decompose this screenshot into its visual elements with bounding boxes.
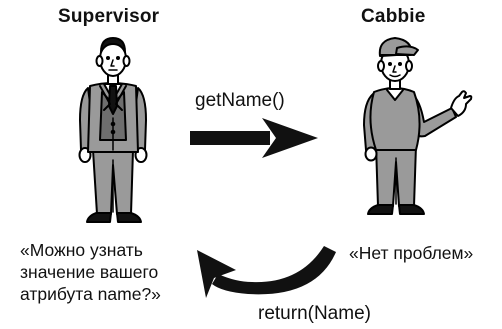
supervisor-speech-line: значение вашего [20,262,159,282]
cabbie-waving-hand [450,90,473,117]
supervisor-speech: «Можно узнать значение вашего атрибута n… [20,239,161,305]
response-arrow [197,246,336,298]
cabbie-left-shoe [367,204,394,215]
supervisor-tie [108,85,118,115]
request-arrow [190,118,318,158]
request-message-label: getName() [195,90,285,111]
response-message-label: return(Name) [258,303,371,324]
cabbie-figure [363,37,473,215]
supervisor-right-shoe [116,212,142,223]
cabbie-speech: «Нет проблем» [349,243,474,263]
supervisor-figure [78,37,148,223]
supervisor-title: Supervisor [58,6,160,27]
cabbie-title: Cabbie [361,6,426,27]
supervisor-speech-line: атрибута name?» [20,284,161,304]
cabbie-right-shoe [398,204,425,215]
supervisor-left-shoe [86,212,112,223]
supervisor-speech-line: «Можно узнать [20,240,143,260]
